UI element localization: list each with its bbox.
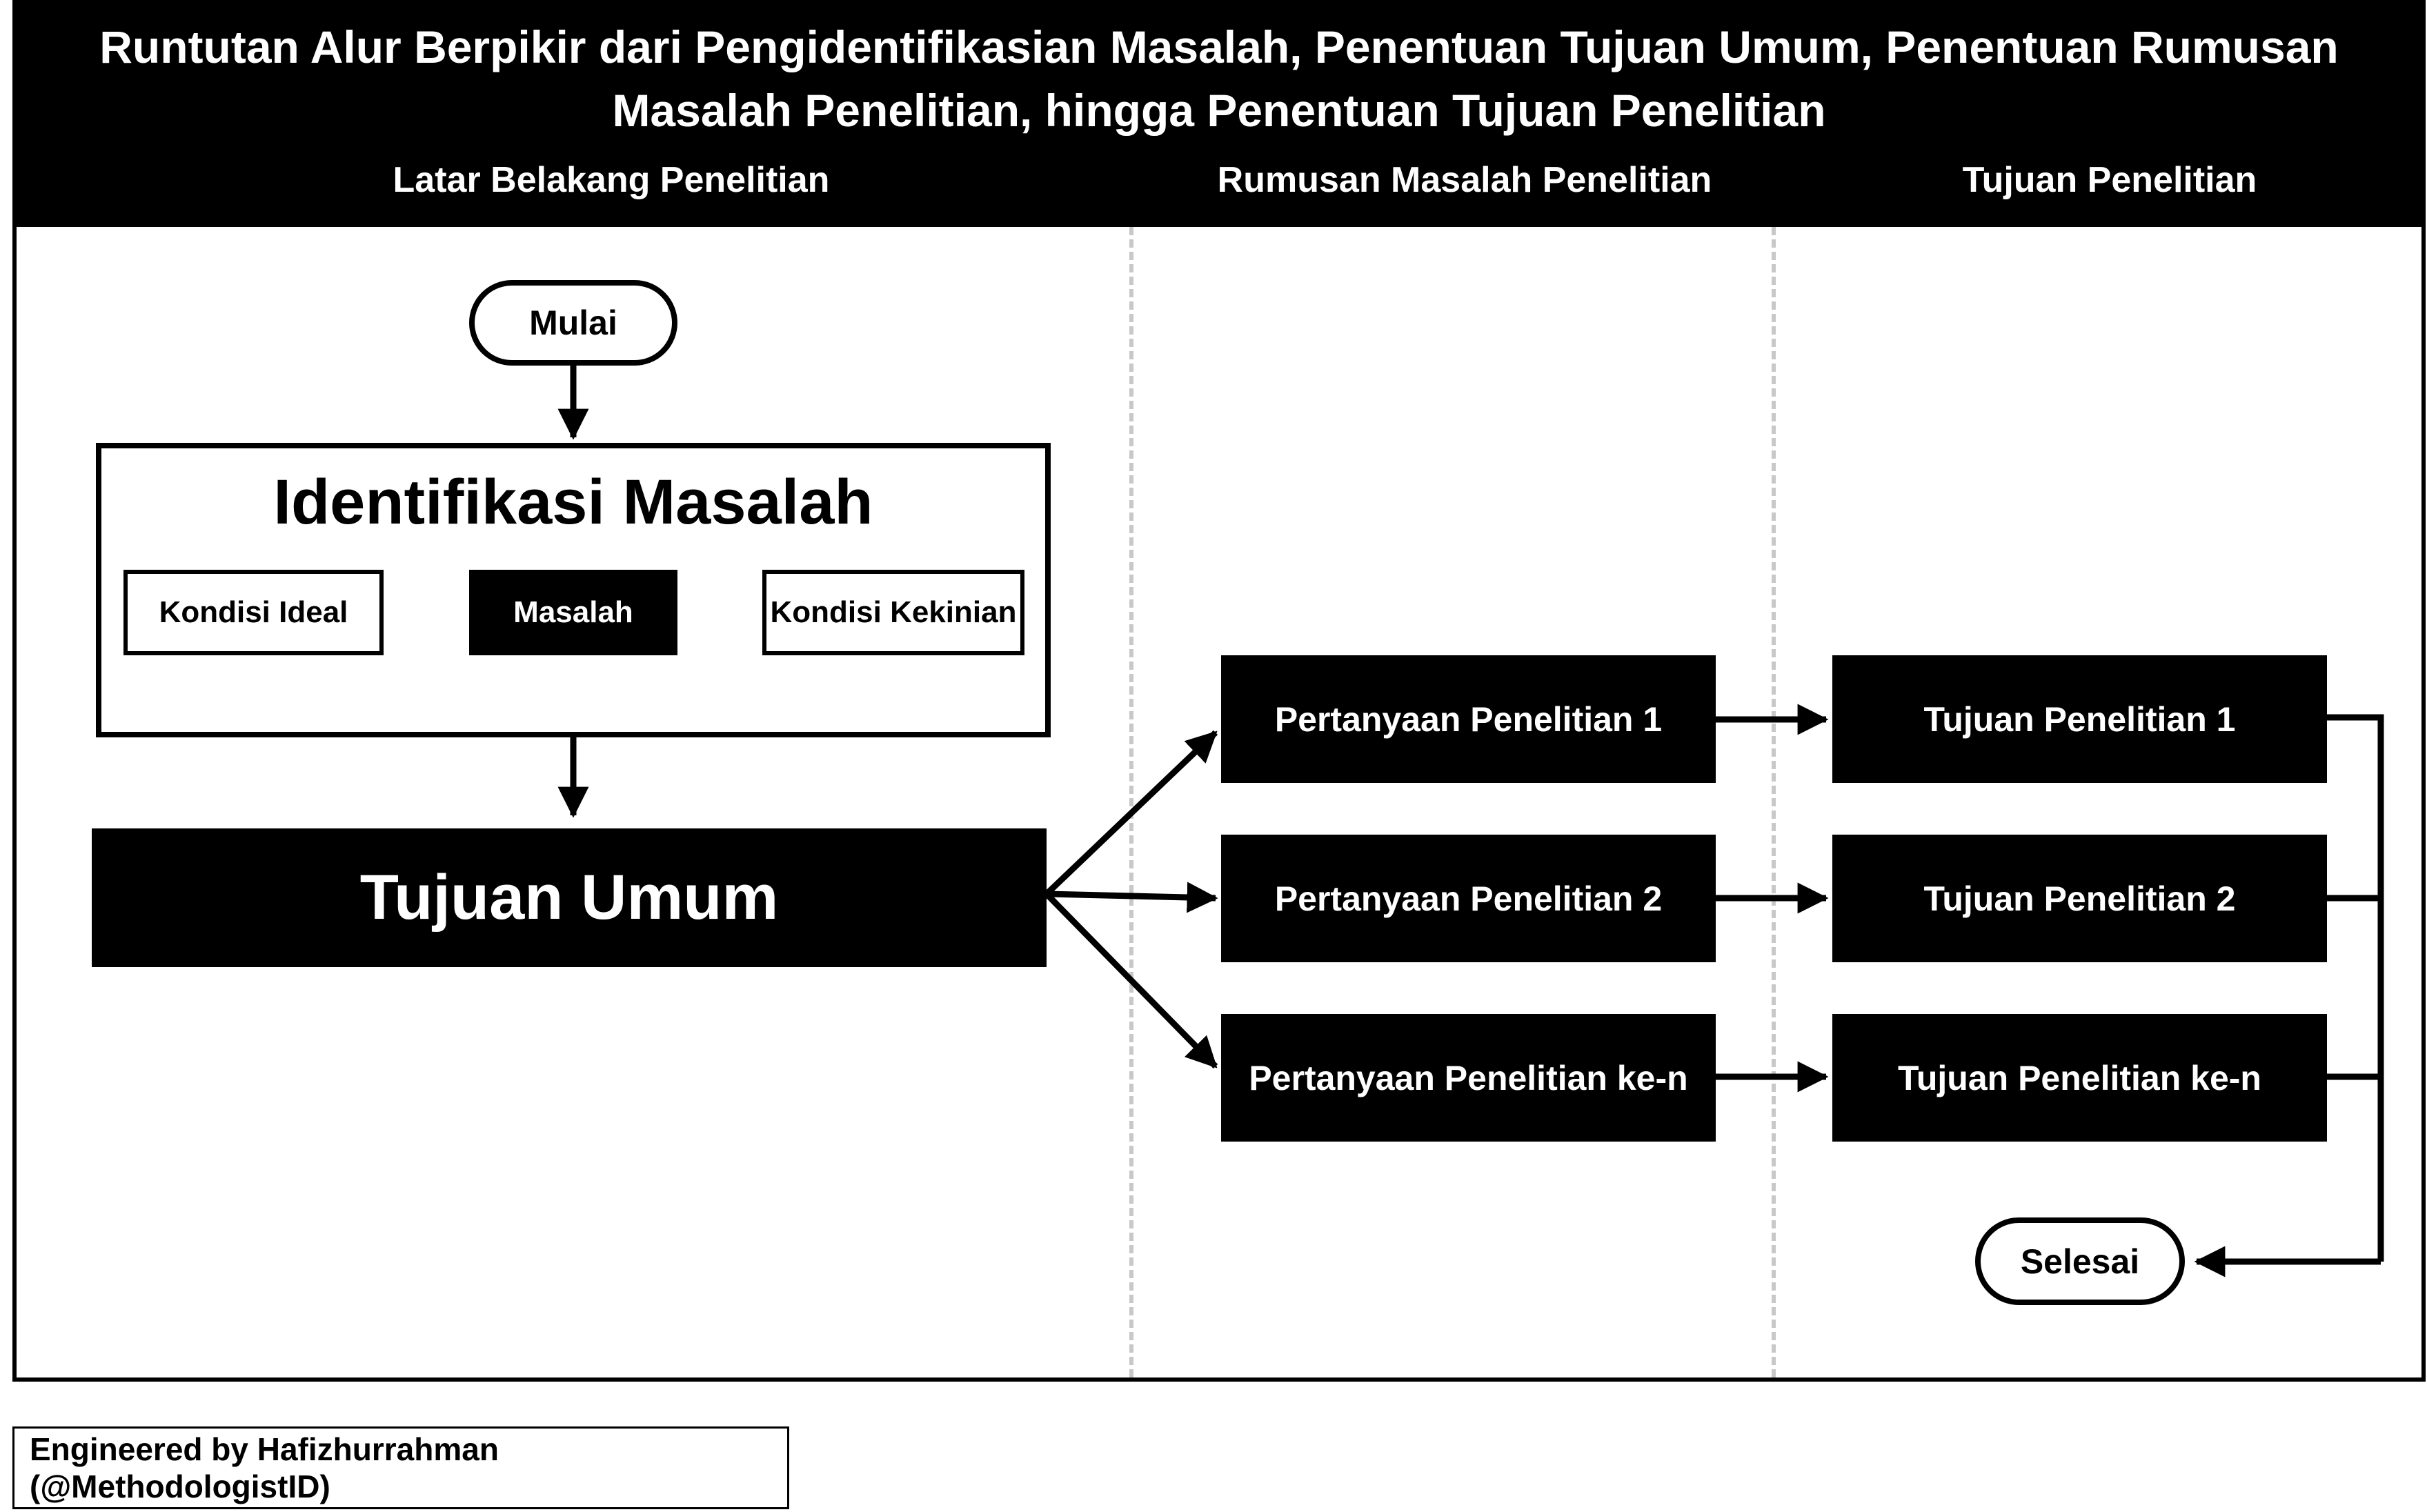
start-terminal: Mulai: [469, 280, 677, 366]
research-question-n-label: Pertanyaan Penelitian ke-n: [1249, 1058, 1688, 1097]
general-objective-label: Tujuan Umum: [359, 862, 779, 933]
current-condition-box: Kondisi Kekinian: [762, 570, 1024, 655]
diagram-frame: [12, 223, 2426, 1382]
lane-label-research-objectives: Tujuan Penelitian: [1962, 160, 2257, 200]
research-question-1-box: Pertanyaan Penelitian 1: [1221, 655, 1716, 783]
title-line-2: Masalah Penelitian, hingga Penentuan Tuj…: [612, 85, 1826, 136]
research-objective-n-box: Tujuan Penelitian ke-n: [1832, 1014, 2327, 1142]
research-question-2-box: Pertanyaan Penelitian 2: [1221, 835, 1716, 962]
start-label: Mulai: [529, 304, 617, 342]
research-question-2-label: Pertanyaan Penelitian 2: [1274, 879, 1663, 918]
research-objective-n-label: Tujuan Penelitian ke-n: [1898, 1058, 2261, 1097]
end-terminal: Selesai: [1975, 1217, 2185, 1305]
current-condition-label: Kondisi Kekinian: [770, 595, 1017, 629]
title-line-1: Runtutan Alur Berpikir dari Pengidentifi…: [99, 21, 2339, 72]
lane-divider-2: [1772, 227, 1776, 1377]
arrow-objective-to-question-2: [1046, 882, 1218, 913]
problem-box: Masalah: [469, 570, 677, 655]
arrow-objective-to-question-n: [1044, 891, 1218, 1069]
end-label: Selesai: [2020, 1242, 2140, 1281]
credit-box: Engineered by Hafizhurrahman (@Methodolo…: [12, 1426, 789, 1509]
credit-text: Engineered by Hafizhurrahman (@Methodolo…: [30, 1431, 499, 1504]
research-objective-2-label: Tujuan Penelitian 2: [1923, 879, 2236, 918]
lane-divider-1: [1129, 227, 1133, 1377]
ideal-condition-box: Kondisi Ideal: [123, 570, 384, 655]
problem-identification-title: Identifikasi Masalah: [273, 467, 873, 537]
lane-label-background: Latar Belakang Penelitian: [393, 160, 830, 200]
collector-line-objectives: [2327, 714, 2384, 1262]
general-objective-box: Tujuan Umum: [92, 828, 1047, 967]
lane-label-problem-formulation: Rumusan Masalah Penelitian: [1217, 160, 1712, 200]
diagram-title: Runtutan Alur Berpikir dari Pengidentifi…: [12, 15, 2426, 142]
ideal-condition-label: Kondisi Ideal: [159, 595, 348, 629]
research-objective-2-box: Tujuan Penelitian 2: [1832, 835, 2327, 962]
problem-label: Masalah: [513, 595, 633, 629]
diagram-header: Runtutan Alur Berpikir dari Pengidentifi…: [12, 0, 2426, 224]
research-objective-1-label: Tujuan Penelitian 1: [1923, 699, 2236, 739]
research-question-n-box: Pertanyaan Penelitian ke-n: [1221, 1014, 1716, 1142]
arrow-objective-to-question-1: [1044, 730, 1218, 897]
research-objective-1-box: Tujuan Penelitian 1: [1832, 655, 2327, 783]
research-question-1-label: Pertanyaan Penelitian 1: [1274, 699, 1663, 739]
